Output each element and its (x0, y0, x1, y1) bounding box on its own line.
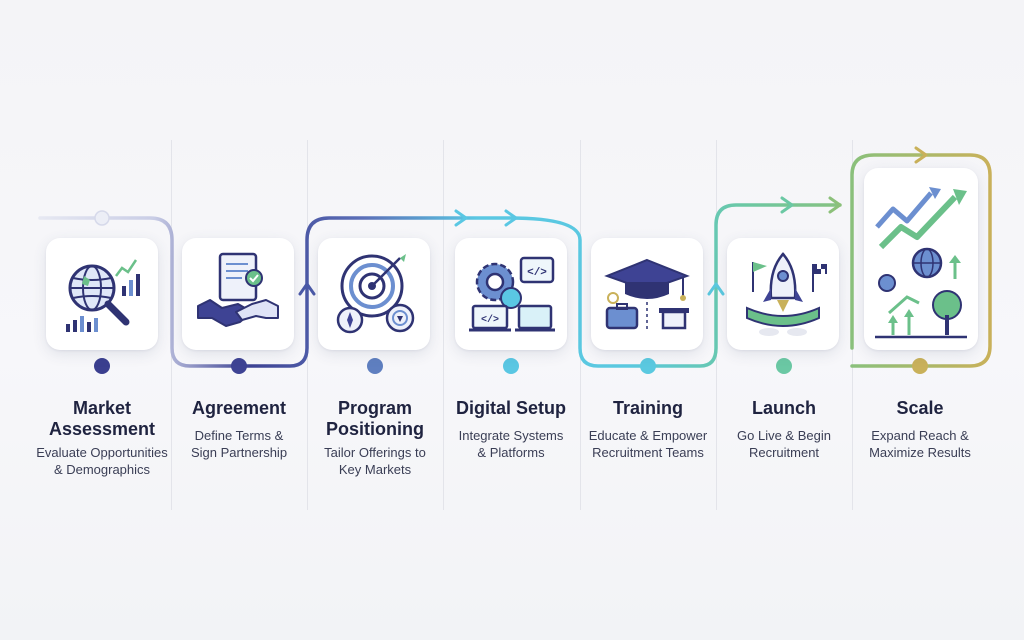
step-title-line: Agreement (191, 398, 287, 418)
step-title-line: Training (612, 398, 683, 418)
step-title-line: Digital Setup (455, 398, 566, 418)
step-title: Launch (716, 398, 852, 419)
step-title-line: Scale (896, 398, 944, 418)
step-title: Agreement (171, 398, 307, 419)
step-description-line: Maximize Results (869, 445, 971, 460)
rocket-flag-icon (746, 252, 827, 336)
step-card-launch[interactable] (727, 238, 839, 350)
step-description: Define Terms & Sign Partnership (164, 427, 314, 461)
step-title: Digital Setup (443, 398, 579, 419)
step-card-agreement[interactable] (182, 238, 294, 350)
step-title-line: Positioning (326, 419, 424, 439)
svg-text:</>: </> (527, 267, 547, 279)
step-description-line: Integrate Systems (458, 428, 564, 443)
growth-arrows-tree-icon (875, 187, 967, 339)
step-description-line: Expand Reach & (871, 428, 969, 443)
step-description: Integrate Systems & Platforms (436, 427, 586, 461)
step-description: Expand Reach & Maximize Results (845, 427, 995, 461)
svg-text:</>: </> (481, 314, 499, 326)
step-title: Market Assessment (34, 398, 170, 440)
step-title: Scale (852, 398, 988, 419)
step-description-line: Key Markets (338, 462, 412, 477)
target-compass-icon (336, 254, 415, 334)
gears-code-icon: </> </> (469, 256, 555, 332)
step-marker (367, 358, 383, 374)
column-divider (443, 140, 444, 510)
step-title-line: Assessment (48, 419, 156, 439)
step-marker (503, 358, 519, 374)
step-description-line: Define Terms & (194, 428, 284, 443)
step-description-line: Educate & Empower (588, 428, 708, 443)
step-title-line: Market (72, 398, 132, 418)
step-marker (231, 358, 247, 374)
step-card-digital-setup[interactable]: </> </> (455, 238, 567, 350)
step-card-training[interactable] (591, 238, 703, 350)
step-description-line: Recruitment Teams (592, 445, 704, 460)
step-card-market-assessment[interactable] (46, 238, 158, 350)
step-title-line: Launch (751, 398, 816, 418)
step-title: Program Positioning (307, 398, 443, 440)
step-description-line: Sign Partnership (190, 445, 288, 460)
graduation-cap-icon (604, 258, 690, 330)
globe-magnifier-icon (66, 259, 140, 332)
step-description-line: Tailor Offerings to (324, 445, 426, 460)
step-description-line: Evaluate Opportunities (36, 445, 168, 460)
step-card-program-positioning[interactable] (318, 238, 430, 350)
step-description-line: & Demographics (53, 462, 151, 477)
step-description-line: Go Live & Begin (737, 428, 831, 443)
handshake-contract-icon (197, 252, 279, 327)
step-description: Go Live & Begin Recruitment (709, 427, 859, 461)
step-description: Tailor Offerings to Key Markets (300, 444, 450, 478)
step-description-line: & Platforms (477, 445, 545, 460)
step-marker (640, 358, 656, 374)
step-card-scale[interactable] (864, 168, 978, 350)
step-marker (912, 358, 928, 374)
step-description-line: Recruitment (748, 445, 820, 460)
step-title: Training (580, 398, 716, 419)
step-description: Evaluate Opportunities & Demographics (27, 444, 177, 478)
step-marker (776, 358, 792, 374)
step-description: Educate & Empower Recruitment Teams (573, 427, 723, 461)
step-marker (94, 358, 110, 374)
step-title-line: Program (337, 398, 413, 418)
